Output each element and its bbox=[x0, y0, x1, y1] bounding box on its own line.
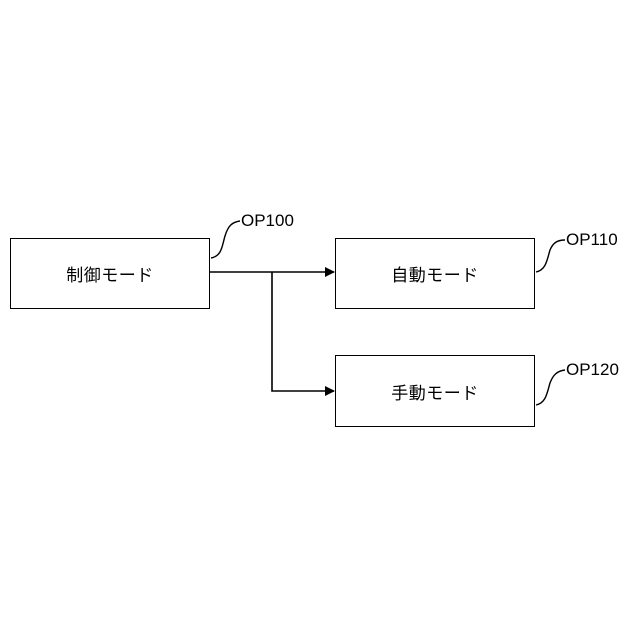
ref-label-op100: OP100 bbox=[241, 212, 294, 229]
node-control-mode: 制御モード bbox=[10, 238, 210, 309]
ref-label-op120: OP120 bbox=[566, 361, 619, 378]
edge-control-to-manual bbox=[272, 272, 334, 391]
node-auto-mode: 自動モード bbox=[335, 238, 535, 309]
node-manual-mode: 手動モード bbox=[335, 355, 535, 427]
leader-line-op100 bbox=[211, 221, 240, 258]
node-manual-mode-label: 手動モード bbox=[391, 379, 479, 404]
ref-label-op110: OP110 bbox=[566, 231, 618, 248]
leader-line-op120 bbox=[536, 370, 565, 405]
node-control-mode-label: 制御モード bbox=[66, 261, 154, 286]
node-auto-mode-label: 自動モード bbox=[391, 261, 479, 286]
leader-line-op110 bbox=[536, 240, 565, 272]
